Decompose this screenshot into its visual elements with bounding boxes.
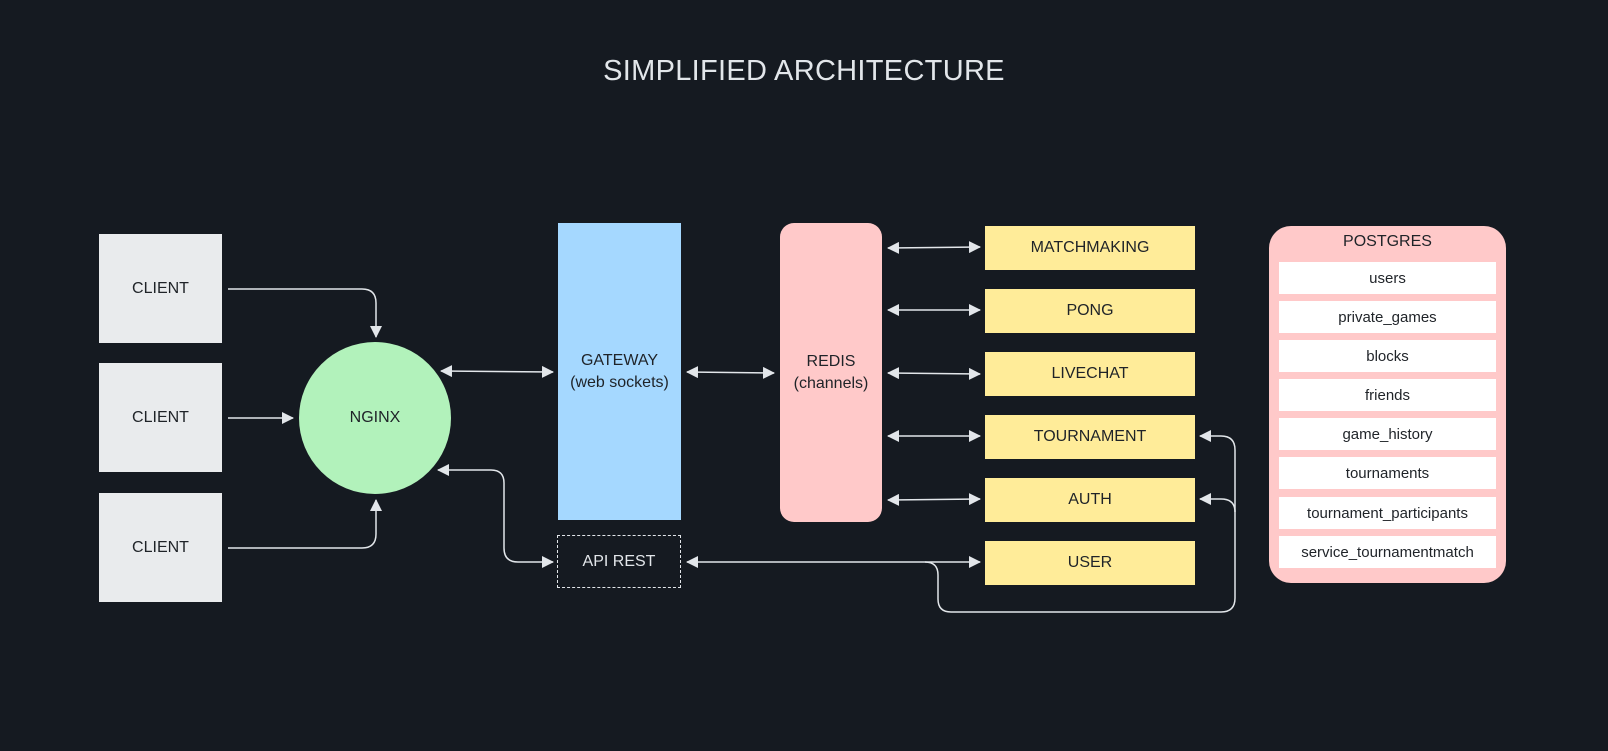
nginx-label: NGINX [349, 409, 401, 426]
service-label: AUTH [1068, 491, 1112, 508]
arrow-redis-matchmaking [887, 241, 981, 254]
db-table: game_history [1279, 418, 1496, 450]
service-livechat: LIVECHAT [985, 352, 1195, 396]
db-table: tournament_participants [1279, 497, 1496, 529]
service-label: LIVECHAT [1051, 365, 1129, 382]
db-table: tournaments [1279, 457, 1496, 489]
db-table: users [1279, 262, 1496, 294]
service-matchmaking: MATCHMAKING [985, 226, 1195, 270]
gateway-node: GATEWAY (web sockets) [558, 223, 681, 520]
client-box: CLIENT [99, 234, 222, 343]
arrow-redis-livechat [887, 367, 981, 380]
client-label: CLIENT [132, 279, 189, 297]
redis-label: REDIS [806, 352, 856, 370]
db-table: friends [1279, 379, 1496, 411]
client-label: CLIENT [132, 408, 189, 426]
db-table: private_games [1279, 301, 1496, 333]
postgres-label: POSTGRES [1343, 233, 1432, 250]
arrow-bus-to-auth [1199, 493, 1236, 513]
gateway-label: GATEWAY [580, 351, 659, 369]
gateway-sublabel: (web sockets) [570, 373, 669, 391]
arrow-gateway-redis [686, 366, 775, 379]
service-label: TOURNAMENT [1033, 428, 1147, 445]
service-pong: PONG [985, 289, 1195, 333]
client-label: CLIENT [132, 538, 189, 556]
service-auth: AUTH [985, 478, 1195, 522]
service-tournament: TOURNAMENT [985, 415, 1195, 459]
arrow-client-3-to-nginx [228, 499, 382, 549]
arrow-nginx-gateway [440, 365, 554, 378]
api-rest-label: API REST [582, 552, 656, 570]
service-user: USER [985, 541, 1195, 585]
arrow-nginx-apirest [437, 464, 554, 568]
service-label: USER [1067, 554, 1113, 571]
client-box: CLIENT [99, 363, 222, 472]
diagram-title: SIMPLIFIED ARCHITECTURE [603, 55, 1005, 87]
arrow-redis-auth [887, 493, 981, 506]
redis-node: REDIS (channels) [780, 223, 882, 522]
db-table: service_tournamentmatch [1279, 536, 1496, 568]
api-rest-node: API REST [557, 535, 681, 588]
service-label: PONG [1066, 302, 1114, 319]
nginx-node: NGINX [299, 342, 451, 494]
arrow-client-1-to-nginx [228, 288, 382, 338]
service-label: MATCHMAKING [1030, 239, 1150, 256]
redis-sublabel: (channels) [793, 374, 869, 392]
db-table: blocks [1279, 340, 1496, 372]
postgres-node: POSTGRES users private_games blocks frie… [1269, 226, 1506, 583]
client-box: CLIENT [99, 493, 222, 602]
arrow-bus-to-tournament [924, 430, 1236, 613]
